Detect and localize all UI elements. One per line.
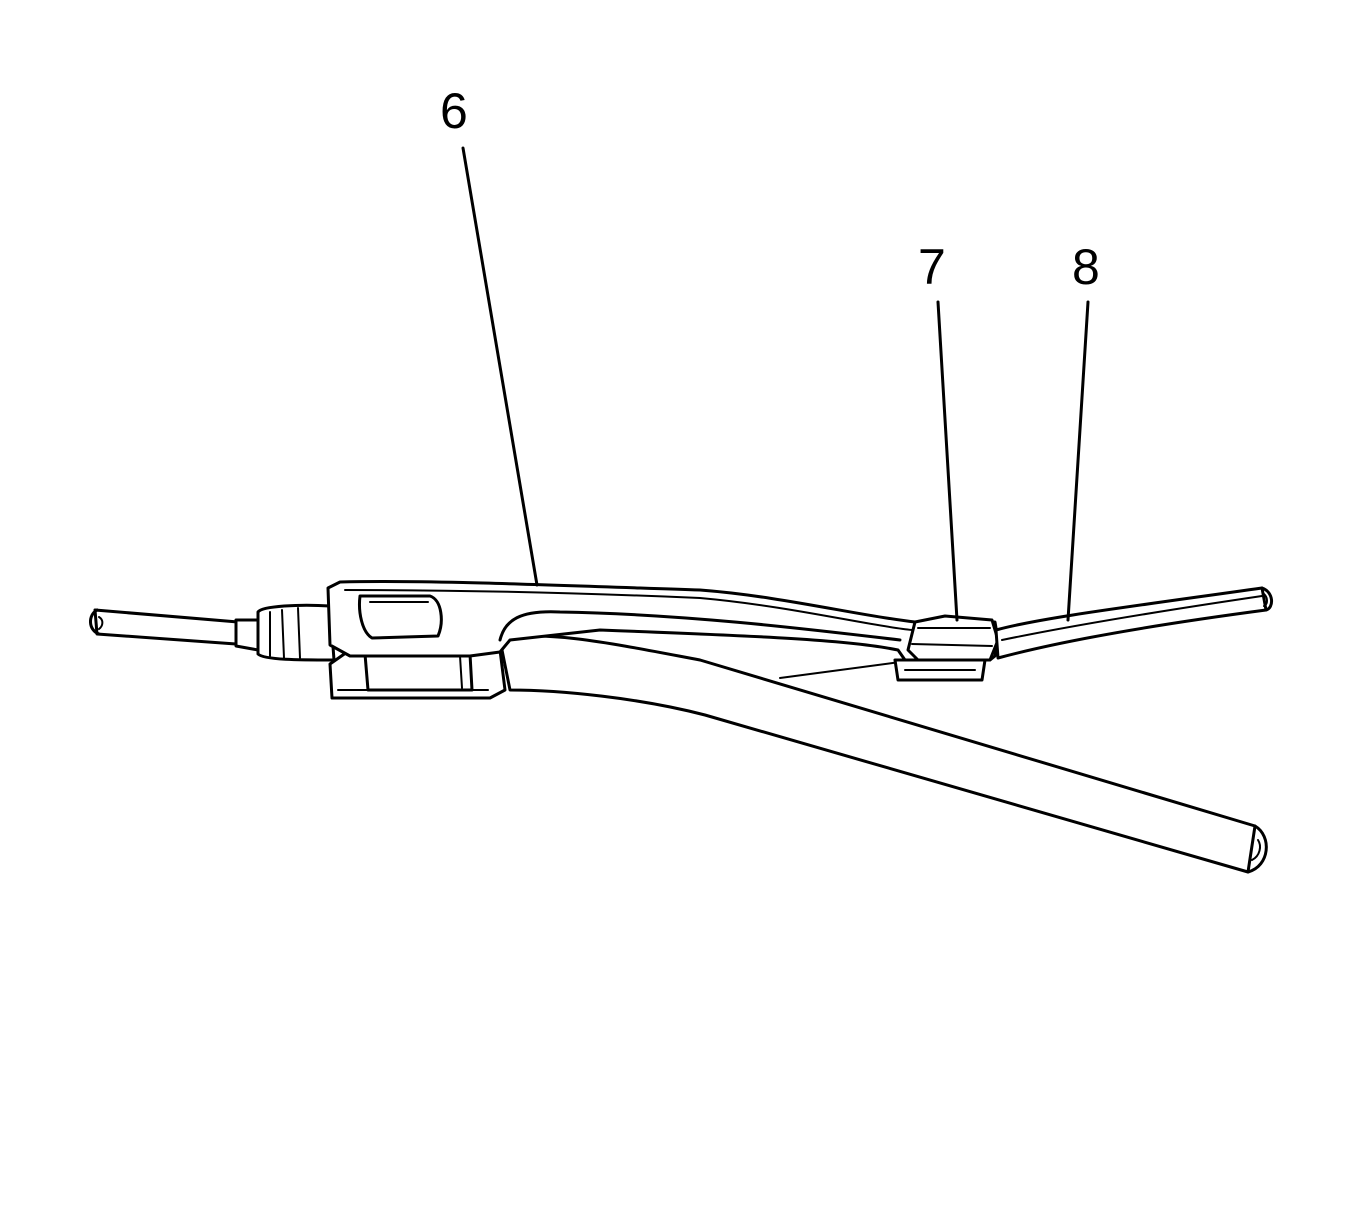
quick-connect-fitting [234,603,336,662]
left-small-tube [89,608,240,646]
callout-label-7: 7 [918,239,946,295]
leader-line-7 [936,300,959,622]
hose-clip-body [326,579,1000,700]
leader-line-6 [461,146,539,587]
retainer-tab [906,614,1000,662]
large-lower-hose [498,634,1268,874]
leader-line-8 [1066,300,1090,622]
callout-label-8: 8 [1072,239,1100,295]
callout-label-6: 6 [440,83,468,139]
right-small-hose [994,586,1273,660]
